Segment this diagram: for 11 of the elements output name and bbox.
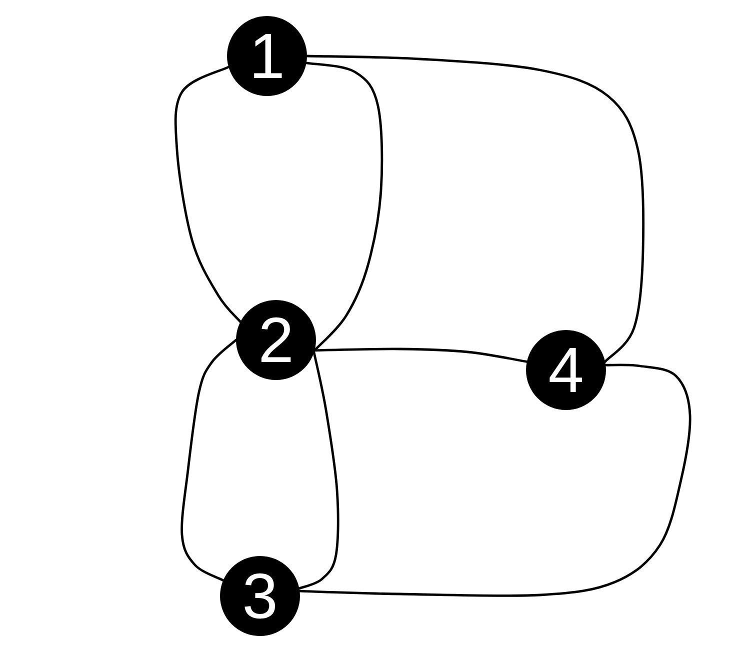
edge-line: [180, 338, 238, 582]
node-number: 2: [258, 308, 294, 372]
node-number: 1: [249, 24, 285, 88]
edge-line: [305, 62, 384, 352]
edge-line: [298, 364, 692, 597]
edge-line: [306, 54, 645, 363]
node-number: 3: [242, 564, 278, 628]
edge-line: [313, 348, 528, 363]
node-number: 4: [548, 338, 584, 402]
edge-line: [174, 66, 242, 323]
edge-line: [298, 351, 340, 590]
